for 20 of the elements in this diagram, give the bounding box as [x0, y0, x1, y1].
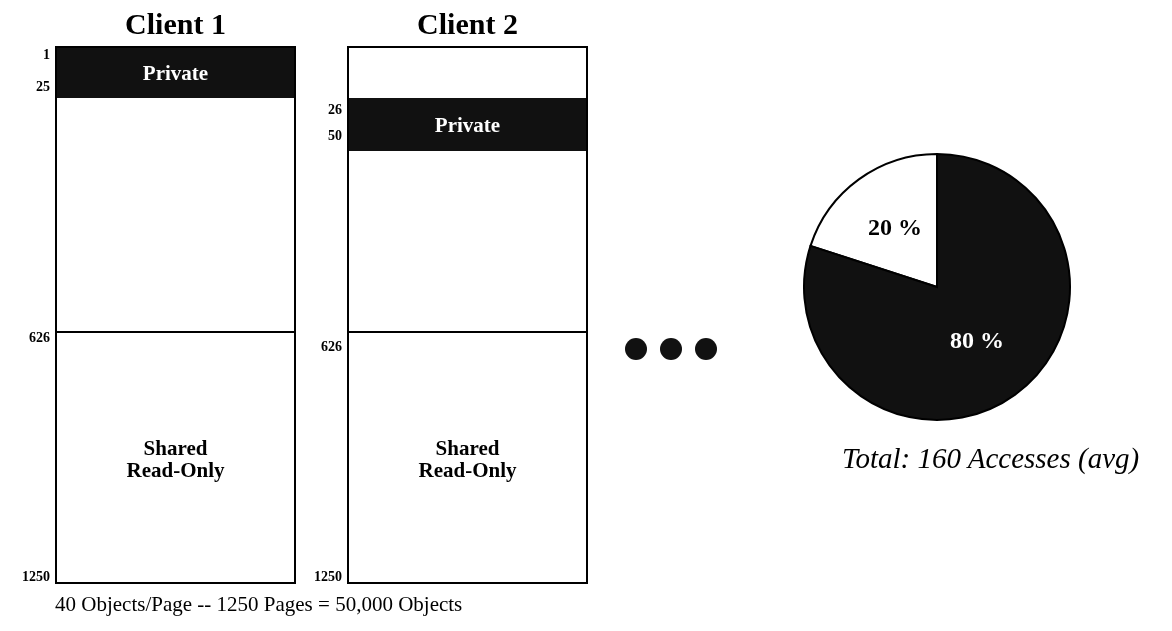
- private-segment: [349, 98, 586, 151]
- segment-label: Shared Read-Only: [125, 436, 226, 481]
- private-segment: [57, 48, 294, 98]
- row-number: 626: [28, 330, 50, 346]
- column-heading: Client 2: [416, 6, 519, 42]
- chart-title: Total: 160 Accesses (avg): [842, 442, 1140, 475]
- row-number: 626: [320, 339, 342, 355]
- data-label: 20 %: [868, 213, 922, 241]
- row-number: 1250: [21, 569, 50, 585]
- row-number: 50: [327, 128, 342, 144]
- row-number: 1250: [313, 569, 342, 585]
- data-label: 80 %: [950, 326, 1005, 354]
- segment-label: Private: [142, 62, 209, 84]
- segment-label: Private: [434, 113, 501, 136]
- row-number: 26: [327, 102, 342, 118]
- row-number: 1: [42, 47, 50, 63]
- caption: 40 Objects/Page -- 1250 Pages = 50,000 Objects: [55, 592, 463, 617]
- segment-label: Shared Read-Only: [417, 436, 518, 481]
- column-heading: Client 1: [124, 6, 227, 42]
- row-number: 25: [35, 79, 50, 95]
